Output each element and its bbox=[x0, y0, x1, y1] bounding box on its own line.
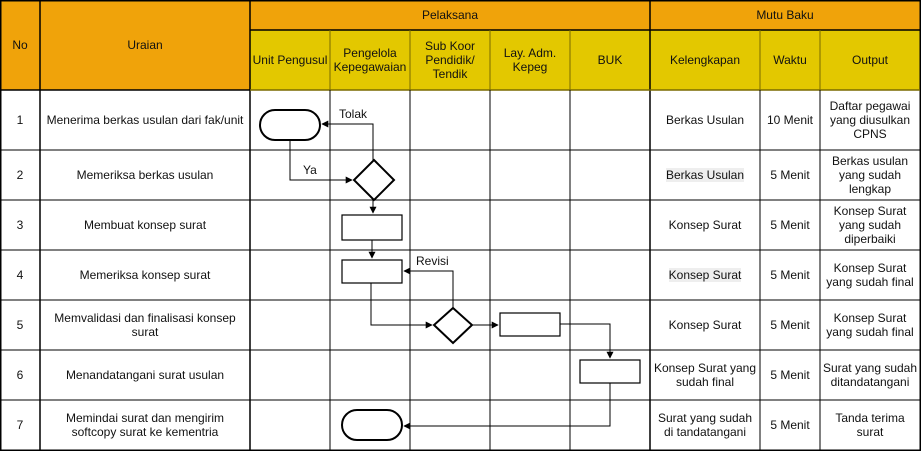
row-kelengkapan: Konsep Surat yang sudah final bbox=[650, 350, 760, 400]
row-no: 5 bbox=[16, 318, 24, 332]
label-ya: Ya bbox=[303, 163, 317, 177]
row-uraian: Memvalidasi dan finalisasi konsep surat bbox=[54, 311, 236, 339]
row-uraian: Memindai surat dan mengirim softcopy sur… bbox=[65, 411, 225, 439]
header-lay-adm-kepeg: Lay. Adm. Kepeg bbox=[490, 30, 570, 90]
label-tolak: Tolak bbox=[339, 107, 368, 121]
row-no: 2 bbox=[16, 168, 24, 182]
header-no: No bbox=[0, 0, 40, 90]
row-no: 1 bbox=[16, 113, 24, 127]
connector-revisi bbox=[403, 267, 454, 308]
connector-final-to-sign bbox=[560, 323, 614, 359]
row-output: Tanda terima surat bbox=[835, 411, 905, 439]
header-buk: BUK bbox=[570, 30, 650, 90]
row-kelengkapan: Konsep Surat bbox=[650, 300, 760, 350]
row-output: Daftar pegawai yang diusulkan CPNS bbox=[829, 99, 911, 141]
header-pelaksana: Pelaksana bbox=[250, 0, 650, 30]
header-sub-koor: Sub Koor Pendidik/ Tendik bbox=[410, 30, 490, 90]
label-revisi: Revisi bbox=[416, 254, 449, 268]
connector-review-to-validasi bbox=[370, 283, 433, 329]
row-waktu: 10 Menit bbox=[766, 113, 814, 127]
kelengkapan-text: Konsep Surat bbox=[668, 218, 742, 232]
row-no: 3 bbox=[16, 218, 24, 232]
row-output: Konsep Surat yang sudah diperbaiki bbox=[833, 204, 907, 246]
header-waktu: Waktu bbox=[760, 30, 820, 90]
kelengkapan-text: Konsep Surat bbox=[668, 268, 742, 282]
decision-validasi bbox=[432, 306, 474, 345]
end-terminator bbox=[341, 409, 403, 441]
process-buat-konsep bbox=[341, 214, 403, 241]
row-output: Konsep Surat yang sudah final bbox=[826, 311, 914, 339]
connector-tolak bbox=[321, 120, 374, 160]
row-waktu: 5 Menit bbox=[770, 168, 810, 182]
row-waktu: 5 Menit bbox=[770, 218, 810, 232]
start-terminator bbox=[259, 109, 321, 141]
kelengkapan-text: Konsep Surat bbox=[668, 318, 742, 332]
process-periksa-konsep bbox=[341, 259, 403, 284]
row-uraian: Menandatangani surat usulan bbox=[65, 368, 225, 382]
row-output: Konsep Surat yang sudah final bbox=[826, 261, 914, 289]
row-kelengkapan: Konsep Surat bbox=[650, 200, 760, 250]
row-uraian: Menerima berkas usulan dari fak/unit bbox=[46, 113, 244, 127]
row-waktu: 5 Menit bbox=[770, 368, 810, 382]
row-kelengkapan: Konsep Surat bbox=[650, 250, 760, 300]
kelengkapan-text: Konsep Surat yang sudah final bbox=[653, 361, 757, 389]
row-uraian: Membuat konsep surat bbox=[83, 218, 207, 232]
row-output: Berkas usulan yang sudah lengkap bbox=[831, 154, 909, 196]
row-kelengkapan: Berkas Usulan bbox=[650, 150, 760, 200]
kelengkapan-text: Surat yang sudah di tandatangani bbox=[657, 411, 753, 439]
kelengkapan-text: Berkas Usulan bbox=[665, 168, 745, 182]
row-kelengkapan: Surat yang sudah di tandatangani bbox=[650, 400, 760, 450]
row-kelengkapan: Berkas Usulan bbox=[650, 90, 760, 150]
process-finalisasi bbox=[499, 312, 561, 337]
header-mutu-baku: Mutu Baku bbox=[650, 0, 920, 30]
kelengkapan-text: Berkas Usulan bbox=[665, 113, 745, 127]
row-no: 7 bbox=[16, 418, 24, 432]
connector-ya bbox=[289, 140, 353, 184]
process-tandatangan bbox=[579, 359, 641, 384]
header-pengelola-kepegawaian: Pengelola Kepegawaian bbox=[330, 30, 410, 90]
row-uraian: Memeriksa berkas usulan bbox=[76, 168, 214, 182]
row-output: Surat yang sudah ditandatangani bbox=[822, 361, 918, 389]
row-waktu: 5 Menit bbox=[770, 268, 810, 282]
connector-sign-to-end bbox=[403, 383, 611, 430]
header-kelengkapan: Kelengkapan bbox=[650, 30, 760, 90]
row-no: 6 bbox=[16, 368, 24, 382]
row-no: 4 bbox=[16, 268, 24, 282]
header-output: Output bbox=[820, 30, 920, 90]
header-uraian: Uraian bbox=[40, 0, 250, 90]
decision-check-berkas bbox=[352, 158, 396, 202]
row-uraian: Memeriksa konsep surat bbox=[79, 268, 211, 282]
header-unit-pengusul: Unit Pengusul bbox=[250, 30, 330, 90]
row-waktu: 5 Menit bbox=[770, 418, 810, 432]
row-waktu: 5 Menit bbox=[770, 318, 810, 332]
